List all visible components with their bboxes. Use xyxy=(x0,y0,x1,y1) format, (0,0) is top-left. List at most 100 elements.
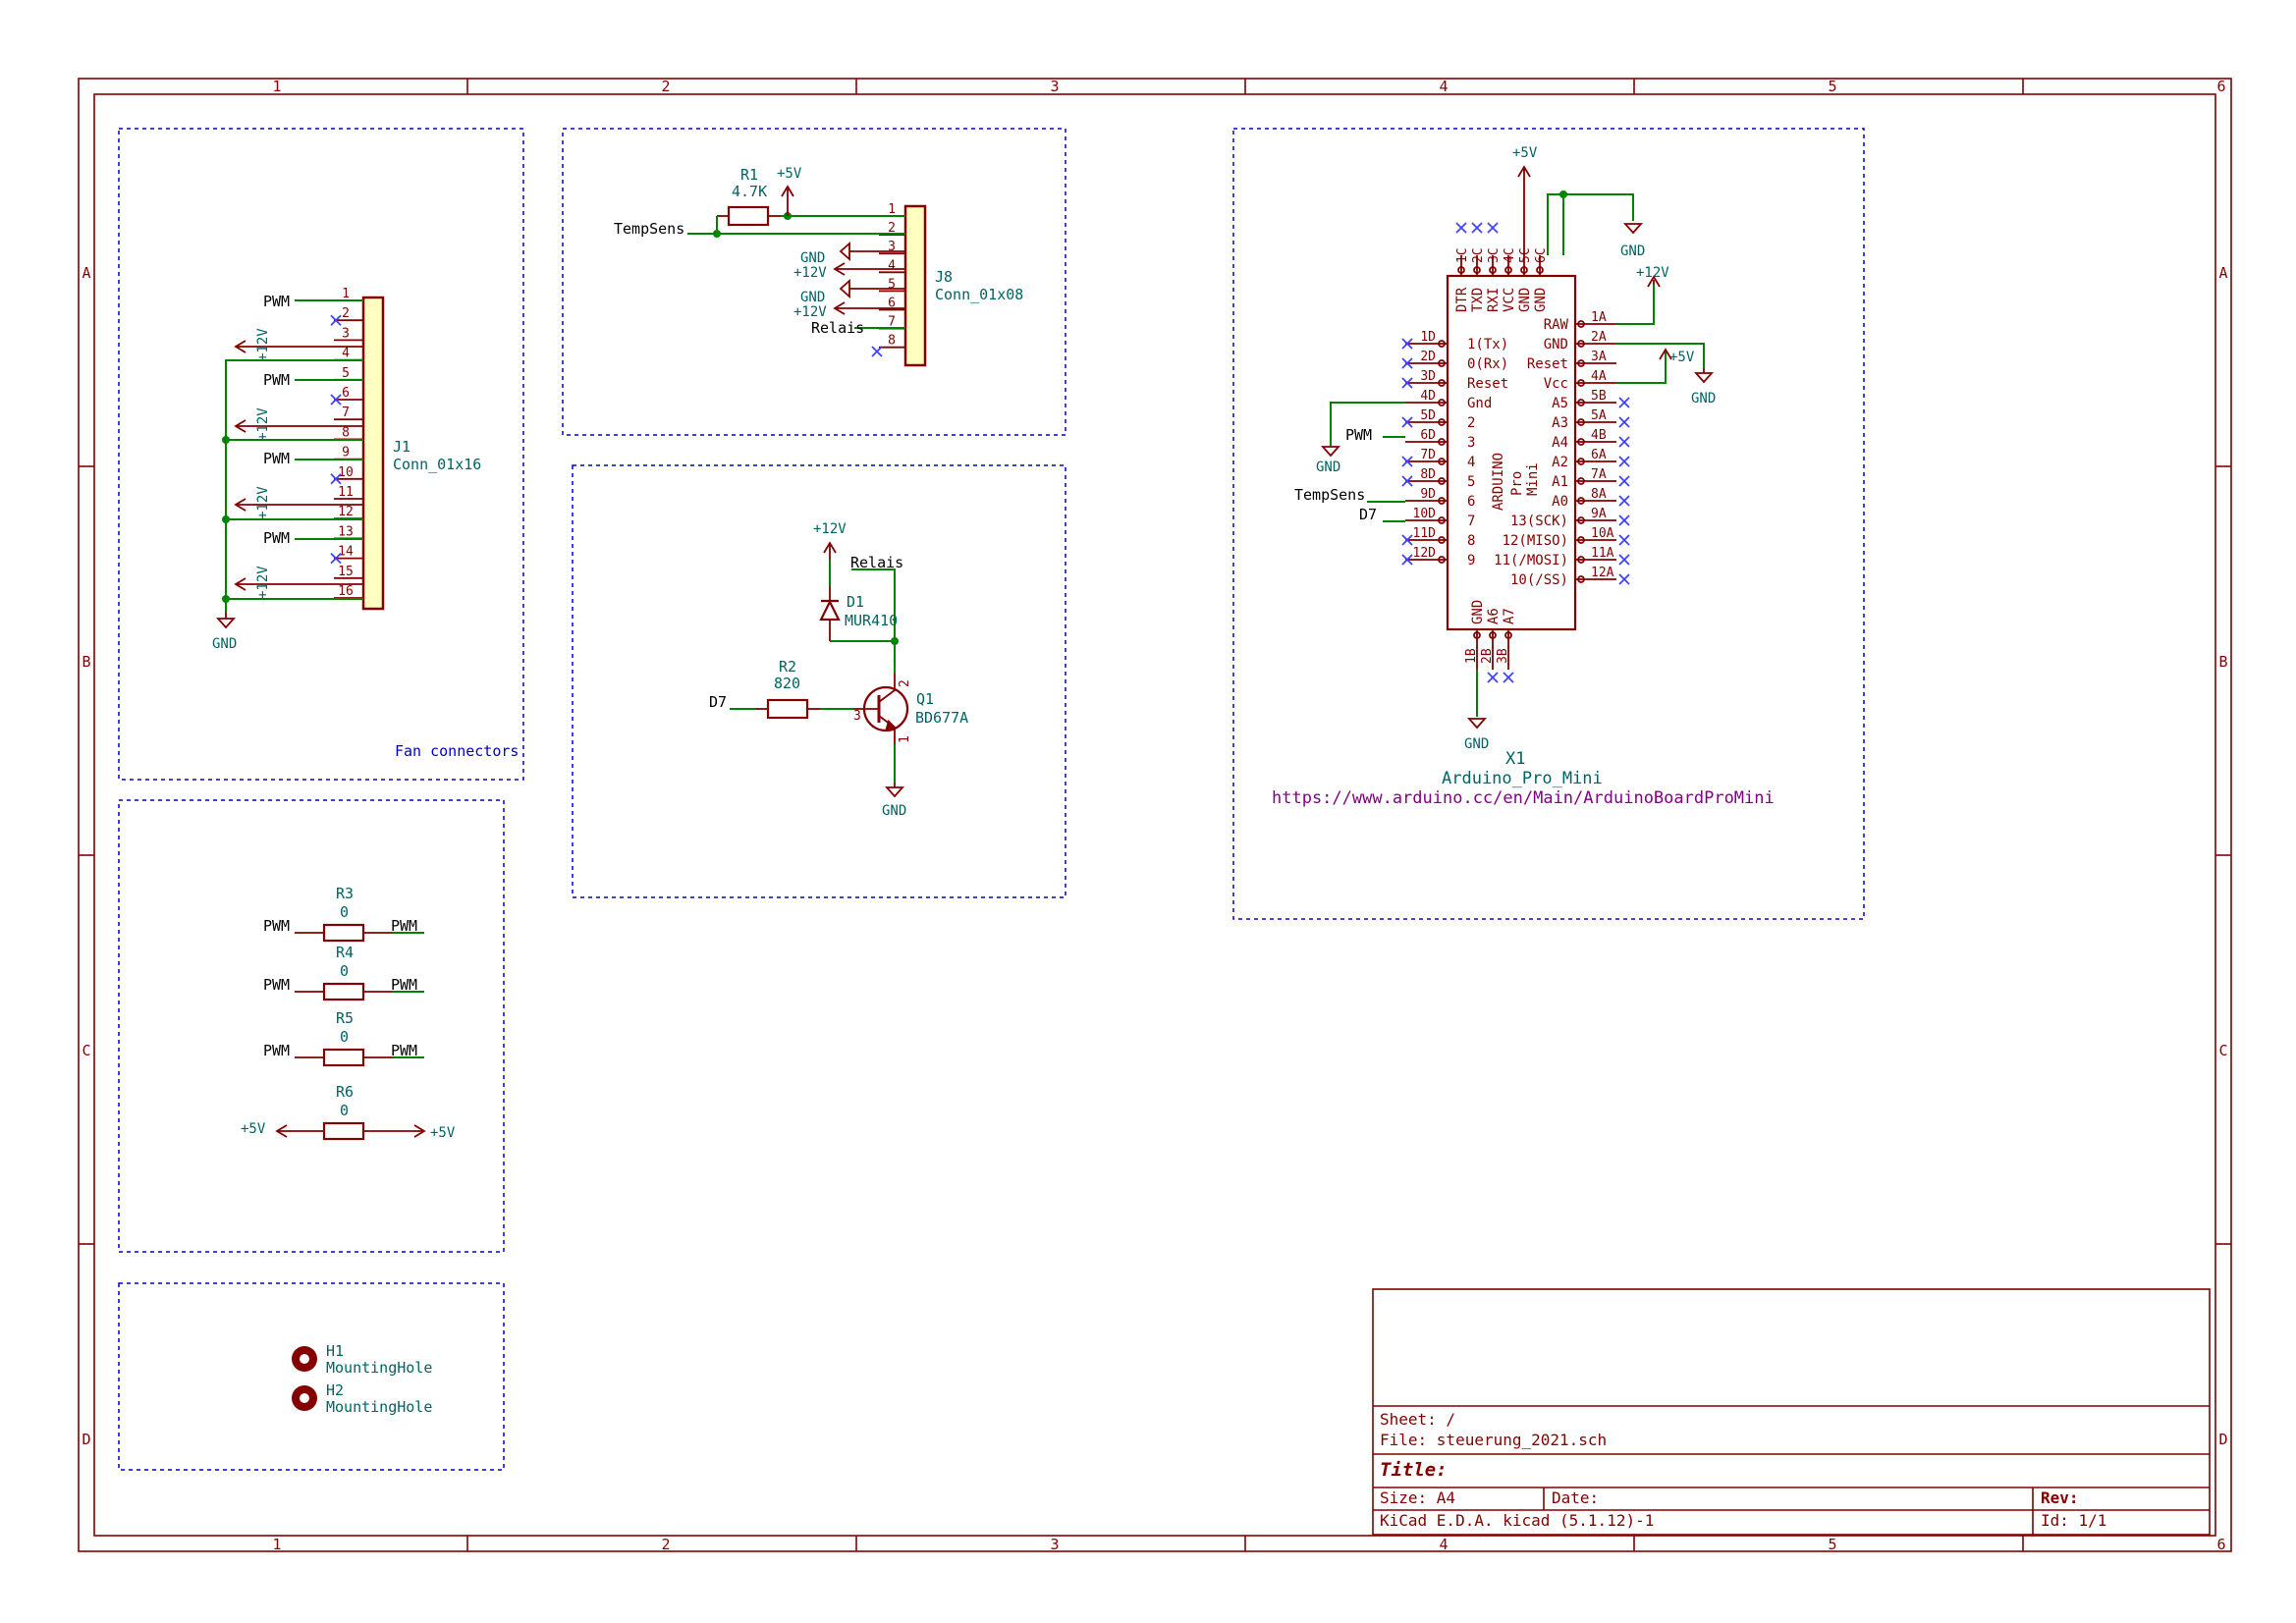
x1-right-pin-num-3a: 3A xyxy=(1591,350,1607,364)
r6-left-power: +5V xyxy=(241,1121,266,1137)
transistor-q1[interactable]: 2 3 1 Q1 BD677A xyxy=(853,674,968,744)
x1-gnd-left: GND xyxy=(1316,446,1340,475)
resistor-r1[interactable]: R1 4.7K xyxy=(717,166,781,227)
j8-gnd-label-5: GND xyxy=(800,290,825,305)
j8-12v-label-4: +12V xyxy=(793,265,827,281)
diode-d1[interactable]: D1 MUR410 xyxy=(819,586,898,641)
j8-pin-num-5: 5 xyxy=(888,277,896,292)
r4-right-net: PWM xyxy=(391,976,417,994)
r4-value: 0 xyxy=(340,962,349,980)
r5-ref: R5 xyxy=(336,1009,354,1027)
x1-right-pin-name-12: 11(/MOSI) xyxy=(1494,553,1568,568)
j8-gnd-5: GND xyxy=(800,278,905,305)
x1-5v-power-top: +5V xyxy=(1512,145,1538,255)
driver-12v-power: +12V xyxy=(813,521,847,560)
x1-body-text-2: Pro xyxy=(1509,471,1525,496)
x1-no-connect-right-9a xyxy=(1618,514,1630,526)
j8-gnd-label-3: GND xyxy=(800,250,825,266)
j1-12v-power-3: +12V xyxy=(234,328,363,361)
resistor-r6[interactable]: R60+5V+5V xyxy=(241,1083,456,1141)
j8-value: Conn_01x08 xyxy=(935,286,1023,303)
x1-no-connect-top-3c xyxy=(1487,222,1499,234)
x1-right-pin-num-5b: 5B xyxy=(1591,389,1607,404)
x1-right-pin-num-11a: 11A xyxy=(1591,546,1614,561)
x1-no-connect-left-3d xyxy=(1401,377,1413,389)
x1-no-connect-left-7d xyxy=(1401,456,1413,467)
q1-ref: Q1 xyxy=(916,690,934,708)
x1-no-connect-left-2d xyxy=(1401,357,1413,369)
x1-no-connect-right-8a xyxy=(1618,495,1630,507)
row-label-c-right: C xyxy=(2218,1042,2227,1059)
col-label-3-bottom: 3 xyxy=(1050,1536,1059,1553)
x1-no-connect-left-5d xyxy=(1401,416,1413,428)
x1-no-connect-right-4b xyxy=(1618,436,1630,448)
r6-right-power: +5V xyxy=(430,1125,456,1141)
j1-pin-num-8: 8 xyxy=(342,425,350,440)
x1-no-connect-right-10a xyxy=(1618,534,1630,546)
x1-right-pin-name-6: A4 xyxy=(1552,435,1568,451)
x1-datasheet-url[interactable]: https://www.arduino.cc/en/Main/ArduinoBo… xyxy=(1272,788,1775,808)
x1-left-pin-name-0: 1(Tx) xyxy=(1467,337,1508,352)
col-label-4-top: 4 xyxy=(1439,78,1448,95)
col-label-2-bottom: 2 xyxy=(661,1536,670,1553)
j1-pin-num-11: 11 xyxy=(338,485,354,500)
x1-right-pin-num-12a: 12A xyxy=(1591,566,1614,580)
net-pwm-x1: PWM xyxy=(1345,426,1372,444)
tb-size: Size: A4 xyxy=(1380,1488,1455,1507)
x1-top-pin-num-4c: 4C xyxy=(1503,247,1517,263)
relay-driver-circuit[interactable]: +12V Relais D1 MUR410 R2 820 D7 xyxy=(709,521,968,819)
x1-left-pin-num-9d: 9D xyxy=(1420,487,1436,502)
x1-no-connect-right-5a xyxy=(1618,416,1630,428)
x1-top-pin-num-1c: 1C xyxy=(1455,247,1470,263)
x1-gnd-label-top: GND xyxy=(1620,243,1645,259)
x1-right-pin-name-3: Vcc xyxy=(1544,376,1568,392)
x1-12v-raw-label: +12V xyxy=(1636,265,1669,281)
j1-pin-num-5: 5 xyxy=(342,366,350,381)
r3-right-net: PWM xyxy=(391,917,417,935)
j1-no-connect-10 xyxy=(330,473,342,485)
j8-gnd-3: GND xyxy=(800,241,905,266)
j1-body xyxy=(361,296,385,611)
x1-left-pin-name-11: 9 xyxy=(1467,553,1475,568)
x1-bottom-pin-num-1b: 1B xyxy=(1464,648,1479,664)
r4-left-net: PWM xyxy=(263,976,290,994)
col-label-4-bottom: 4 xyxy=(1439,1536,1448,1553)
r2-ref: R2 xyxy=(779,658,796,676)
j1-pin-num-9: 9 xyxy=(342,446,350,460)
x1-left-pin-name-8: 6 xyxy=(1467,494,1475,510)
x1-gnd-right-label: GND xyxy=(1691,391,1716,406)
x1-left-pin-num-8d: 8D xyxy=(1420,467,1436,482)
j8-pin-num-2: 2 xyxy=(888,221,896,236)
j1-ref: J1 xyxy=(393,438,410,456)
resistor-r2[interactable]: R2 820 xyxy=(756,658,820,720)
r3-left-net: PWM xyxy=(263,917,290,935)
j1-12v-label-3: +12V xyxy=(255,328,271,361)
net-pwm-1: PWM xyxy=(263,293,290,310)
x1-right-pin-num-10a: 10A xyxy=(1591,526,1614,541)
h1-ref: H1 xyxy=(326,1342,344,1360)
x1-left-pin-num-11d: 11D xyxy=(1413,526,1437,541)
x1-bottom-pin-num-3b: 3B xyxy=(1496,648,1510,664)
j8-pin-num-1: 1 xyxy=(888,202,896,217)
net-d7-driver: D7 xyxy=(709,693,727,711)
mounting-hole-h2[interactable]: H2 MountingHole xyxy=(292,1381,432,1416)
q1-pin-3: 3 xyxy=(853,709,861,724)
mounting-hole-h1[interactable]: H1 MountingHole xyxy=(292,1342,432,1377)
col-label-5-top: 5 xyxy=(1828,78,1836,95)
x1-top-pin-num-5c: 5C xyxy=(1518,247,1533,263)
x1-top-pin-name-5: GND xyxy=(1533,288,1549,312)
col-label-5-bottom: 5 xyxy=(1828,1536,1836,1553)
j8-pin-num-6: 6 xyxy=(888,297,896,311)
col-label-6-top: 6 xyxy=(2216,78,2225,95)
q1-value: BD677A xyxy=(915,709,968,727)
x1-right-pin-num-2a: 2A xyxy=(1591,330,1607,345)
j1-pin-num-15: 15 xyxy=(338,565,354,579)
q1-pin-2: 2 xyxy=(898,679,912,687)
x1-right-pin-name-7: A2 xyxy=(1552,455,1568,470)
